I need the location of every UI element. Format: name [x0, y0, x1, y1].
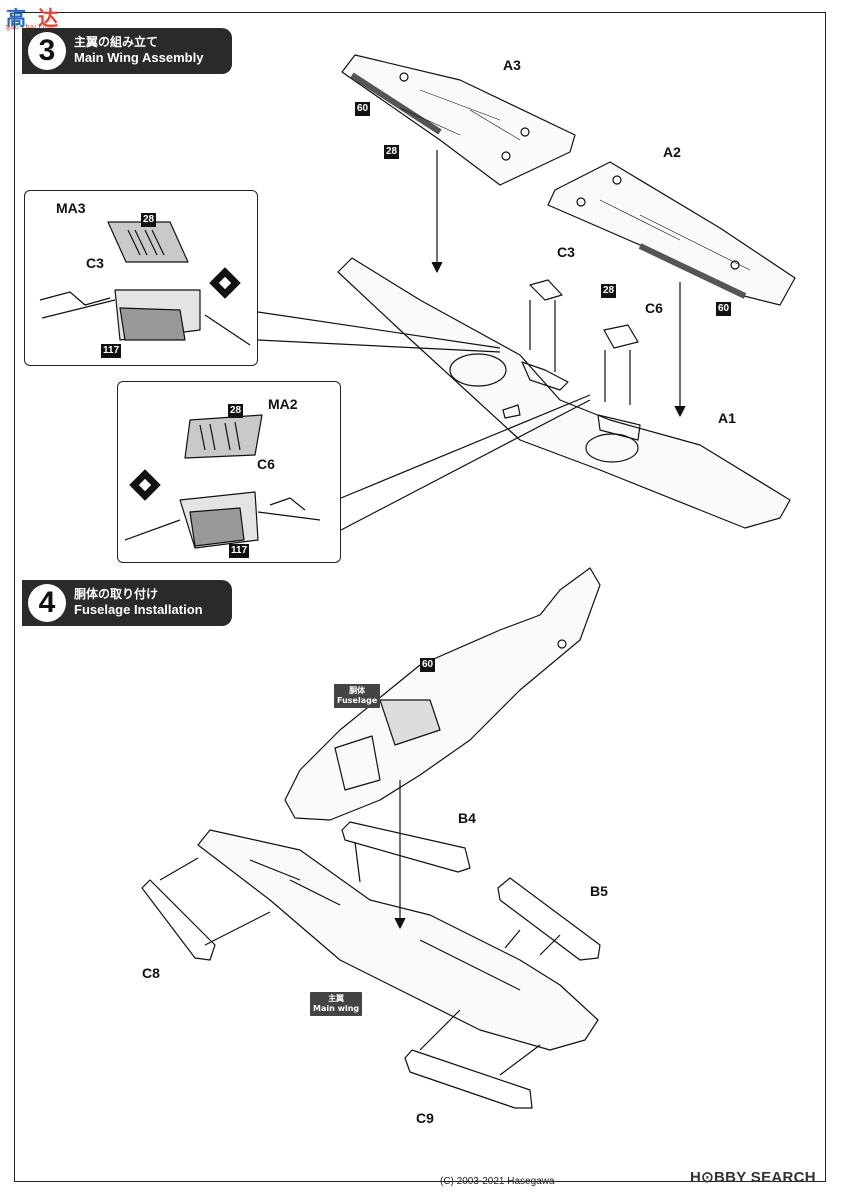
part-c9-drawing	[404, 1049, 533, 1109]
footer-brand-logo: H⊙BBY SEARCH	[690, 1169, 816, 1186]
step-4-header: 4 胴体の取り付け Fuselage Installation	[22, 580, 232, 626]
main-wing-tag-en: Main wing	[313, 1004, 360, 1013]
footer-copyright: (C) 2003-2021 Hasegawa	[440, 1176, 555, 1187]
main-wing-tag: 主翼 Main wing	[310, 992, 363, 1016]
label-c8: C8	[142, 965, 160, 981]
color-badge-28-a2: 28	[601, 284, 617, 298]
wing-a2-drawing	[547, 161, 796, 306]
color-badge-117-c3: 117	[101, 344, 122, 358]
label-a2: A2	[663, 144, 681, 160]
watermark-glyph-2: 达	[38, 6, 58, 30]
label-c3: C3	[557, 244, 575, 260]
label-c6-detail: C6	[257, 456, 275, 472]
label-ma2: MA2	[268, 396, 298, 412]
step-4-title-en: Fuselage Installation	[74, 602, 203, 617]
label-a3: A3	[503, 57, 521, 73]
color-badge-60-a2: 60	[716, 302, 732, 316]
label-c9: C9	[416, 1110, 434, 1126]
detail-c6-part-ma2	[184, 414, 263, 459]
label-a1: A1	[718, 410, 736, 426]
main-wing-drawing	[197, 829, 599, 1051]
step-4-title-jp: 胴体の取り付け	[74, 587, 159, 601]
part-c3-drawing	[529, 279, 563, 301]
page-border	[14, 12, 826, 1182]
detail-c3-part-ma3	[107, 221, 189, 263]
label-ma3: MA3	[56, 200, 86, 216]
part-b5-drawing	[497, 877, 601, 961]
fuselage-tag: 胴体 Fuselage	[334, 684, 381, 708]
label-c6: C6	[645, 300, 663, 316]
step-3-title-jp: 主翼の組み立て	[74, 35, 159, 49]
fuselage-tag-en: Fuselage	[337, 696, 378, 705]
wing-a3-drawing	[341, 54, 576, 186]
label-b4: B4	[458, 810, 476, 826]
watermark-site: gao.zhai.com	[6, 24, 54, 31]
wing-a1-drawing	[337, 257, 791, 529]
watermark-logo: 高 达 gao.zhai.com	[4, 2, 68, 32]
part-c6-drawing	[603, 324, 639, 349]
step-3-header: 3 主翼の組み立て Main Wing Assembly	[22, 28, 232, 74]
watermark-glyph-1: 高	[6, 6, 26, 30]
part-c8-drawing	[141, 879, 216, 961]
part-b4-drawing	[341, 821, 471, 873]
main-wing-tag-jp: 主翼	[328, 994, 345, 1003]
color-badge-60-a3: 60	[355, 102, 371, 116]
color-badge-60-fuselage: 60	[420, 658, 436, 672]
step-3-title-en: Main Wing Assembly	[74, 50, 204, 65]
color-badge-28-ma3: 28	[141, 213, 157, 227]
step-3-number: 3	[28, 32, 66, 70]
color-badge-28-a3: 28	[384, 145, 400, 159]
color-badge-28-ma2: 28	[228, 404, 244, 418]
step-4-number: 4	[28, 584, 66, 622]
label-b5: B5	[590, 883, 608, 899]
fuselage-drawing	[284, 567, 601, 821]
label-c3-detail: C3	[86, 255, 104, 271]
fuselage-tag-jp: 胴体	[349, 686, 366, 695]
color-badge-117-c6: 117	[229, 544, 250, 558]
